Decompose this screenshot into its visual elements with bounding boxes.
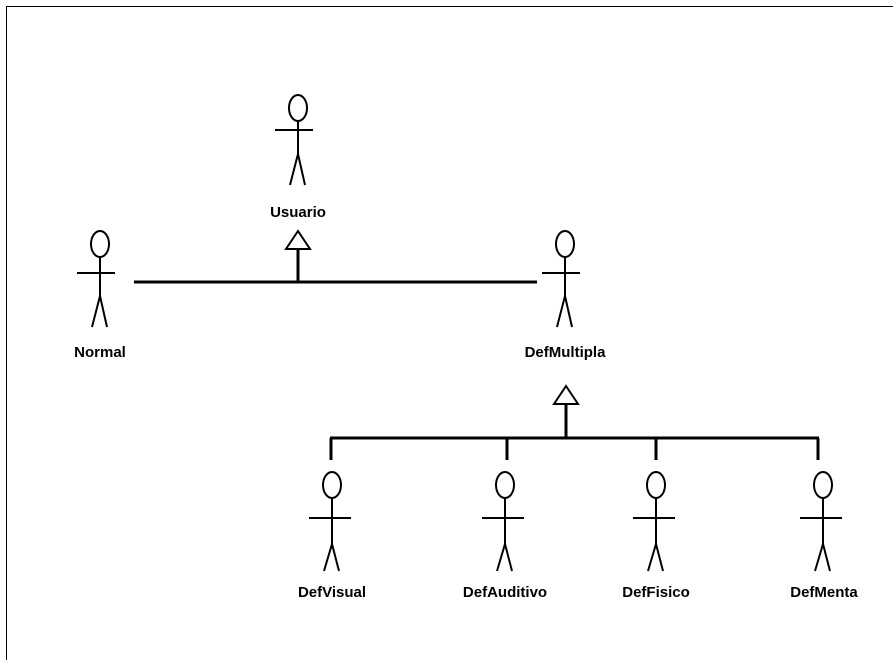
actor-label: DefVisual [298, 584, 366, 601]
generalization-arrowhead [552, 384, 580, 405]
stick-figure-icon [633, 471, 675, 572]
actor-label: DefMenta [790, 584, 858, 601]
stick-figure-icon [482, 471, 524, 572]
generalization-arrowhead [284, 229, 312, 250]
actor-normal[interactable]: Normal [74, 230, 126, 361]
stick-figure-icon [77, 230, 115, 328]
actor-label: DefMultipla [525, 344, 606, 361]
generalization-defmultipla [329, 384, 820, 460]
diagram-frame [6, 6, 893, 660]
actor-defmenta[interactable]: DefMenta [790, 471, 858, 601]
actor-deffisico[interactable]: DefFisico [622, 471, 690, 601]
stick-figure-icon [309, 471, 351, 572]
actor-label: DefAuditivo [463, 584, 547, 601]
actor-defvisual[interactable]: DefVisual [298, 471, 366, 601]
generalization-usuario [134, 229, 537, 284]
actor-usuario[interactable]: Usuario [270, 94, 326, 221]
stick-figure-icon [800, 471, 842, 572]
actor-defmultipla[interactable]: DefMultipla [525, 230, 606, 361]
actor-label: Normal [74, 344, 126, 361]
actor-label: DefFisico [622, 584, 690, 601]
stick-figure-icon [542, 230, 580, 328]
stick-figure-icon [275, 94, 313, 186]
actor-label: Usuario [270, 204, 326, 221]
actor-defauditivo[interactable]: DefAuditivo [463, 471, 547, 601]
